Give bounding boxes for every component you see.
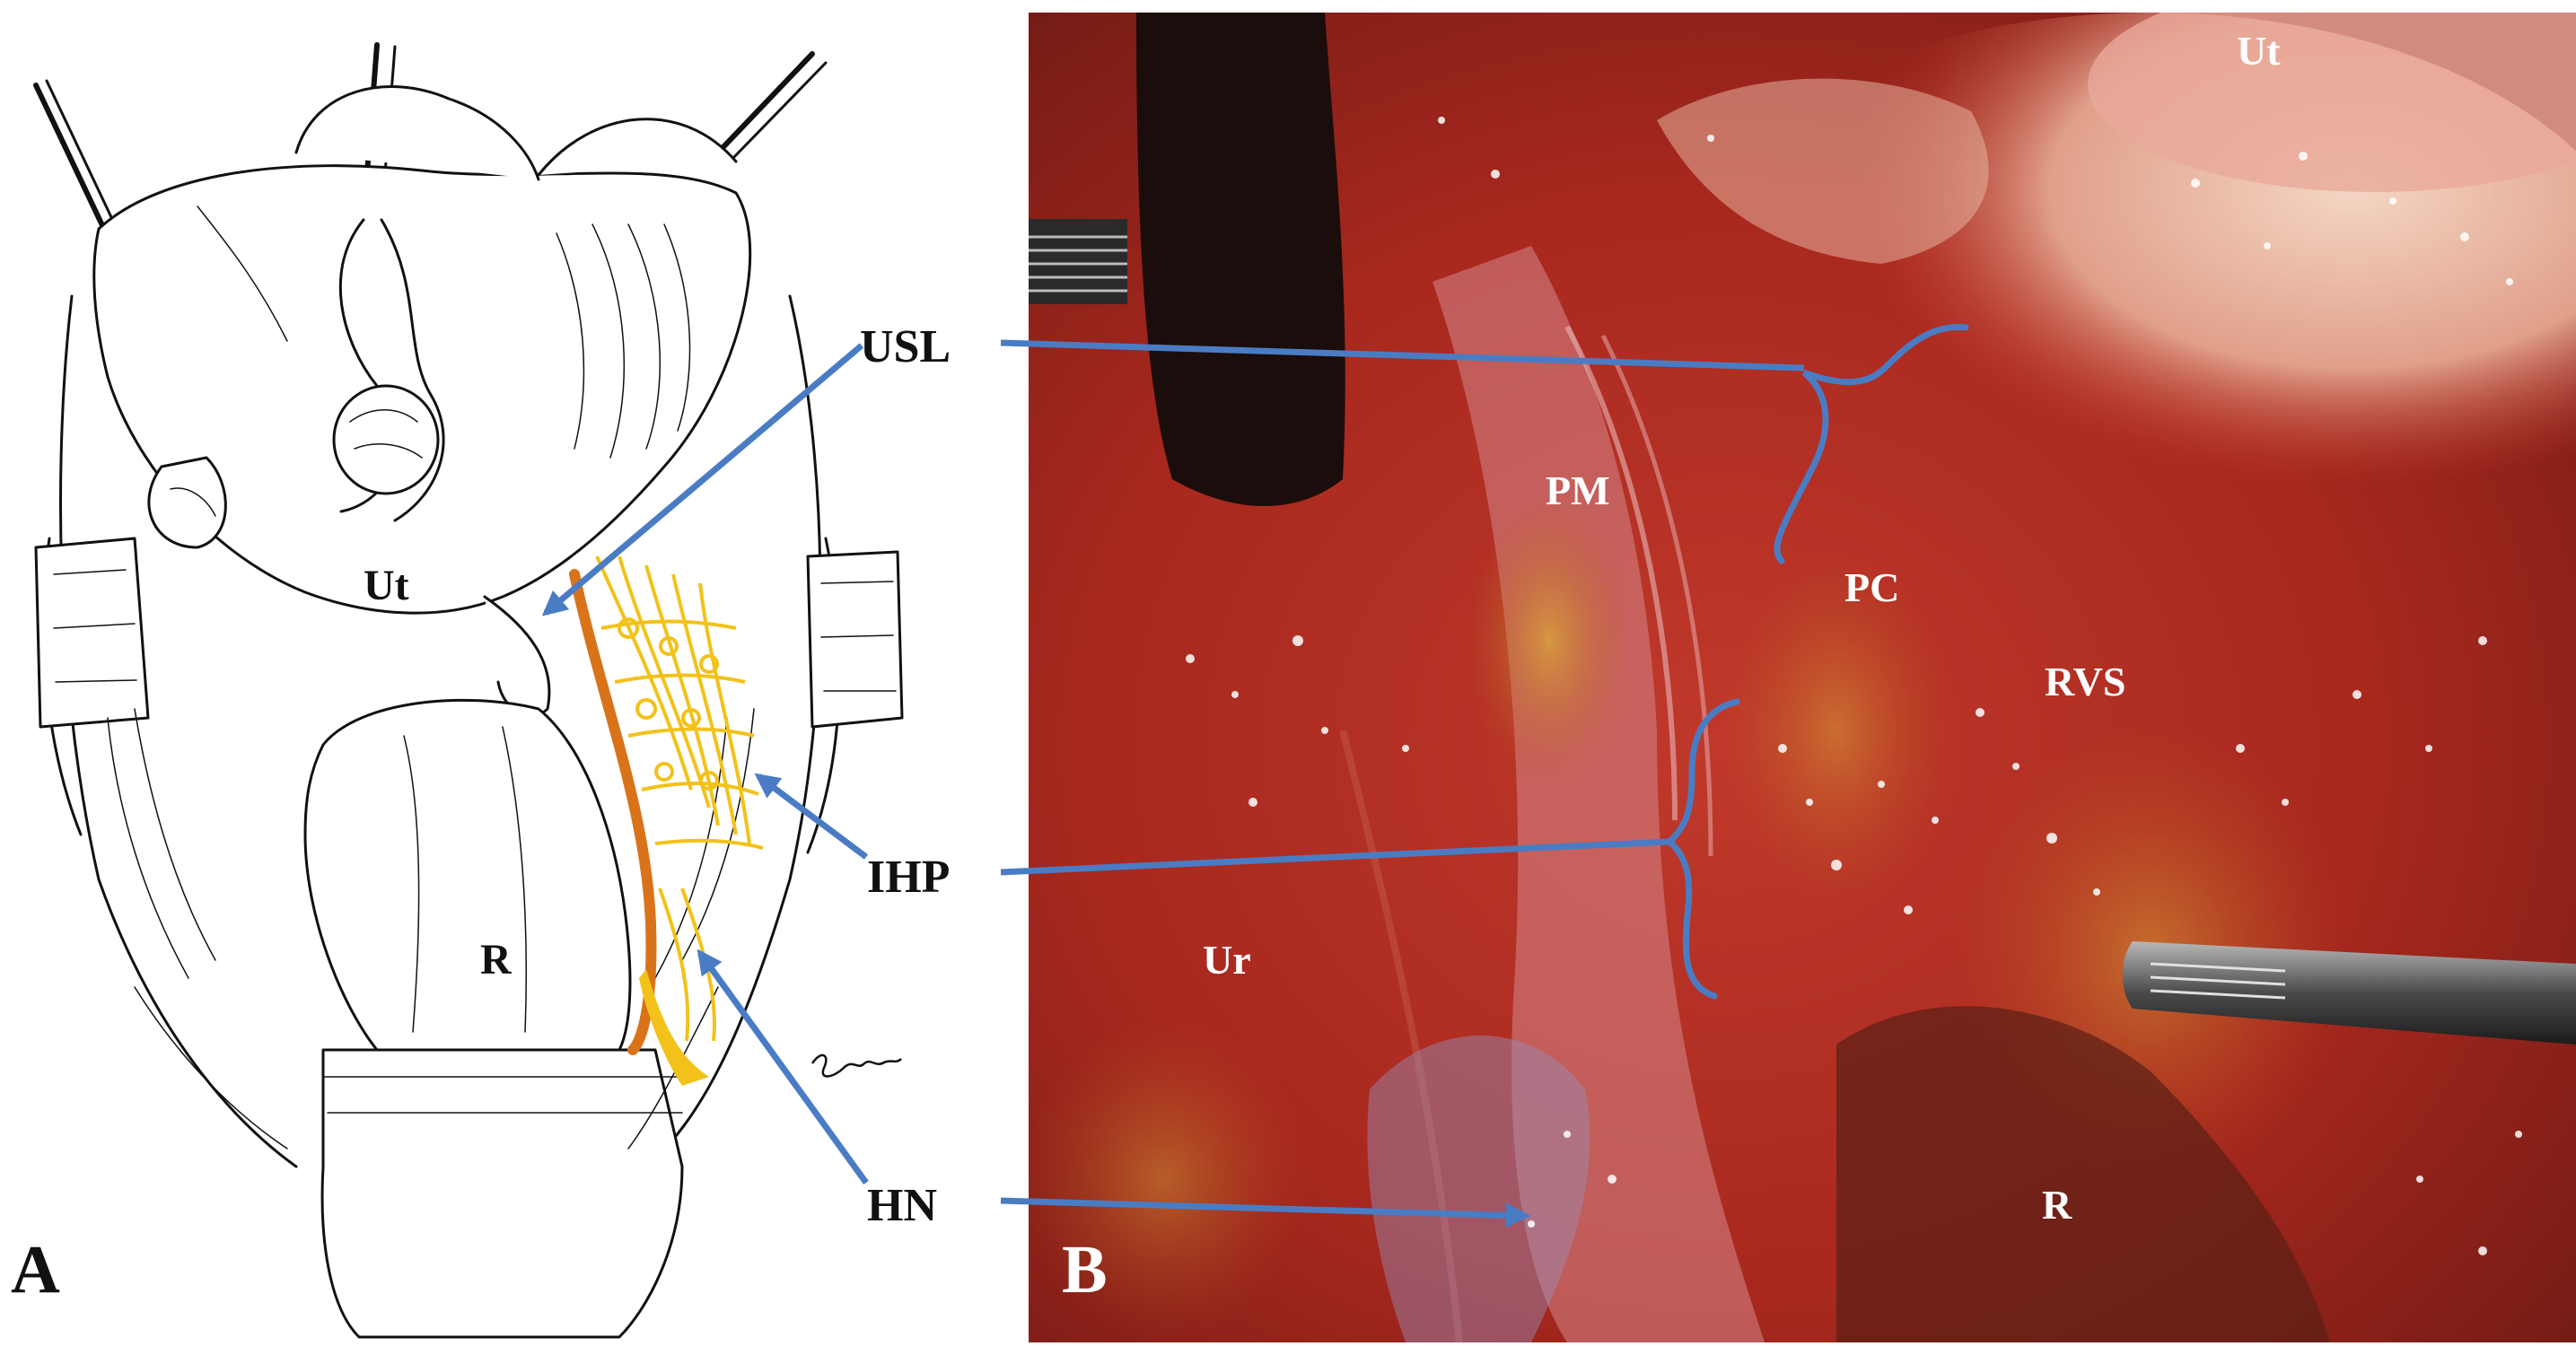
hypogastric-nerve-drawing (569, 569, 657, 1055)
panel-b-photograph (1029, 13, 2576, 1342)
artist-signature (810, 1053, 902, 1078)
panel-a-illustration (33, 42, 904, 1339)
